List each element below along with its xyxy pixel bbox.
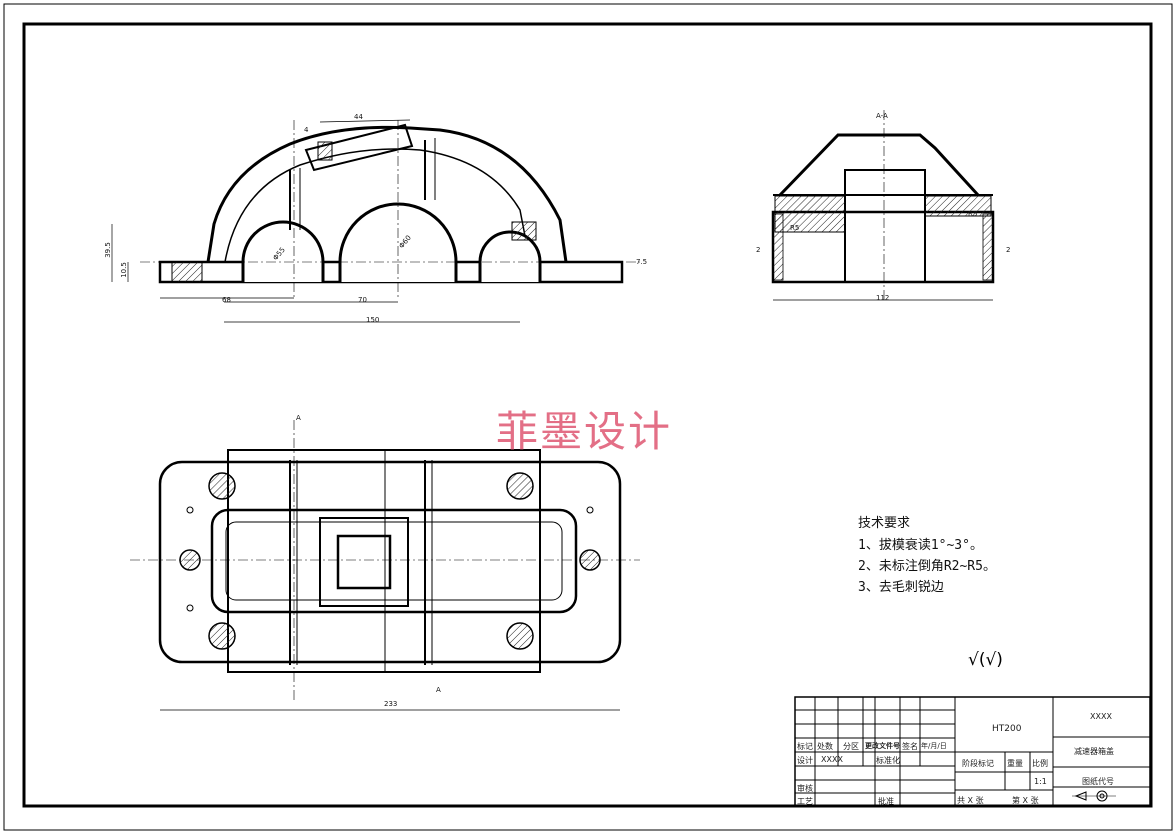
dim-112: 112 (876, 294, 890, 302)
dim-r5-right: R5 (968, 210, 978, 218)
dim-2-left: 2 (756, 246, 761, 254)
standardization-label: 标准化 (876, 756, 900, 765)
stage-label: 阶段标记 (962, 759, 994, 768)
plan-view (130, 420, 640, 711)
dim-44: 44 (354, 113, 363, 121)
header-count: 处数 (817, 742, 833, 751)
scale-label: 比例 (1032, 759, 1048, 768)
front-view (111, 119, 640, 323)
outer-border (3, 3, 1173, 831)
material-text: HT200 (992, 724, 1022, 734)
dim-70: 70 (358, 296, 367, 304)
dim-68: 68 (222, 296, 231, 304)
designer-value: XXXX (821, 755, 843, 764)
part-name-text: 减速器箱盖 (1074, 747, 1114, 756)
side-section-view (771, 110, 995, 301)
tech-requirement-1: 1、拔模衰读1°~3°。 (858, 538, 983, 553)
header-mark: 标记 (797, 742, 813, 751)
watermark-text: 菲墨设计 (496, 407, 673, 456)
dim-150: 150 (366, 316, 380, 324)
dim-4: 4 (304, 126, 309, 134)
header-date: 年/月/日 (921, 742, 947, 750)
dim-39-5: 39.5 (103, 242, 112, 258)
approve-label: 批准 (878, 797, 894, 806)
company-text: XXXX (1090, 712, 1112, 721)
section-label-a-a: A-A (876, 112, 888, 120)
sheets-total: 共 X 张 (957, 796, 984, 805)
dim-2-right: 2 (1006, 246, 1011, 254)
tech-requirements-title: 技术要求 (858, 516, 911, 531)
header-change-doc: 更改文件号 (865, 742, 900, 750)
weight-label: 重量 (1007, 759, 1023, 768)
dim-7-5: 7.5 (636, 258, 648, 266)
dim-r5-left: R5 (790, 224, 800, 232)
review-label: 审核 (797, 784, 813, 793)
process-label: 工艺 (797, 797, 813, 806)
sheet-number: 第 X 张 (1012, 796, 1039, 805)
scale-value: 1:1 (1034, 777, 1047, 786)
header-zone: 分区 (843, 742, 859, 751)
inner-frame (22, 22, 1153, 808)
dim-10-5: 10.5 (119, 262, 128, 278)
drawing-number-label: 图纸代号 (1082, 777, 1114, 786)
section-mark-top: A (296, 414, 301, 422)
title-block (794, 696, 1151, 807)
dim-233: 233 (384, 700, 398, 708)
tech-requirement-2: 2、未标注倒角R2~R5。 (858, 559, 996, 574)
tech-requirement-3: 3、去毛刺锐边 (858, 580, 944, 595)
projection-symbol-icon (1072, 790, 1116, 802)
surface-roughness-symbol: √(√) (968, 650, 1003, 670)
designer-label: 设计 (797, 756, 813, 765)
section-mark-bottom: A (436, 686, 441, 694)
header-sign: 签名 (902, 742, 918, 751)
